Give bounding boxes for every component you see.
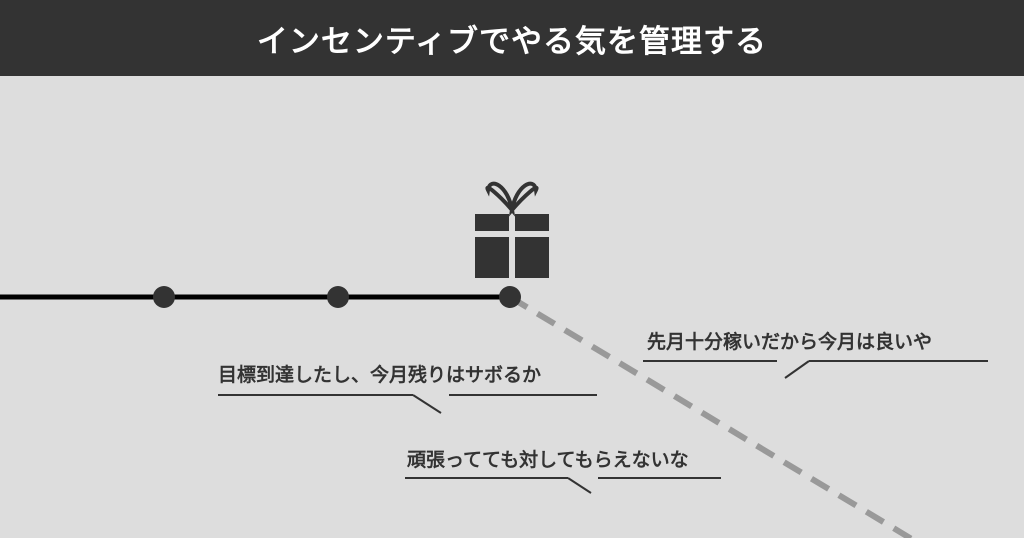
- timeline-node-1: [153, 286, 175, 308]
- header-bar: インセンティブでやる気を管理する: [0, 0, 1024, 76]
- speech-bubble-text-1: 先月十分稼いだから今月は良いや: [647, 331, 933, 353]
- timeline-node-3: [499, 286, 521, 308]
- gift-icon: [475, 181, 549, 278]
- speech-bubble-underline-2: [218, 394, 597, 414]
- timeline-node-2: [327, 286, 349, 308]
- page-title: インセンティブでやる気を管理する: [256, 23, 768, 60]
- speech-bubble-underline-1: [643, 360, 988, 379]
- decline-dashed-line: [508, 294, 916, 538]
- speech-bubble-text-3: 頑張ってても対してもらえないな: [407, 449, 689, 471]
- speech-bubble-underline-3: [405, 477, 721, 494]
- speech-bubble-text-2: 目標到達したし、今月残りはサボるか: [218, 364, 542, 386]
